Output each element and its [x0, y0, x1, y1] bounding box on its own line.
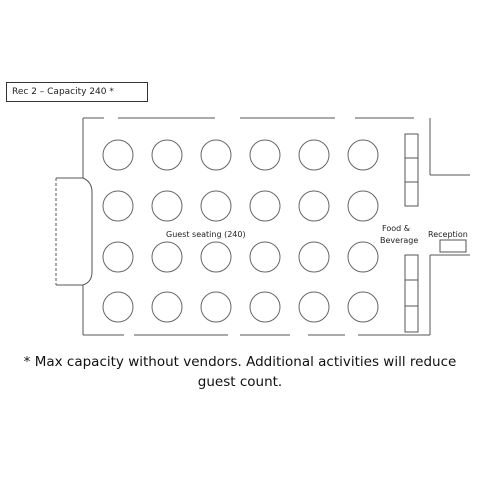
round-table [200, 241, 232, 273]
round-table [298, 139, 330, 171]
round-table [151, 190, 183, 222]
round-table [200, 139, 232, 171]
round-table [298, 291, 330, 323]
round-table [151, 139, 183, 171]
round-table [298, 190, 330, 222]
round-table [102, 190, 134, 222]
reception-desk [439, 239, 467, 253]
footnote-line-1: * Max capacity without vendors. Addition… [23, 354, 457, 370]
round-table [347, 190, 379, 222]
round-table [298, 241, 330, 273]
guest-seating-label: Guest seating (240) [166, 230, 246, 239]
food-beverage-label-line1: Food & [382, 224, 410, 233]
round-table [249, 190, 281, 222]
round-table [347, 139, 379, 171]
round-table [102, 291, 134, 323]
round-table [249, 139, 281, 171]
round-table [151, 241, 183, 273]
food-beverage-label-line2: Beverage [380, 236, 418, 245]
footnote-line-2: guest count. [197, 374, 283, 390]
reception-label: Reception [428, 230, 468, 239]
round-table [347, 241, 379, 273]
round-table [200, 190, 232, 222]
buffet-station-lower [404, 254, 419, 333]
guest-table-grid [102, 139, 379, 323]
food-beverage-stations [404, 133, 419, 333]
room-walls [82, 117, 470, 336]
round-table [151, 291, 183, 323]
layout-title: Rec 2 – Capacity 240 * [6, 82, 148, 102]
round-table [102, 139, 134, 171]
round-table [347, 291, 379, 323]
round-table [102, 241, 134, 273]
buffet-station-upper [404, 133, 419, 207]
round-table [249, 291, 281, 323]
round-table [249, 241, 281, 273]
round-table [200, 291, 232, 323]
footnote: * Max capacity without vendors. Addition… [10, 352, 470, 392]
stage [55, 177, 93, 286]
